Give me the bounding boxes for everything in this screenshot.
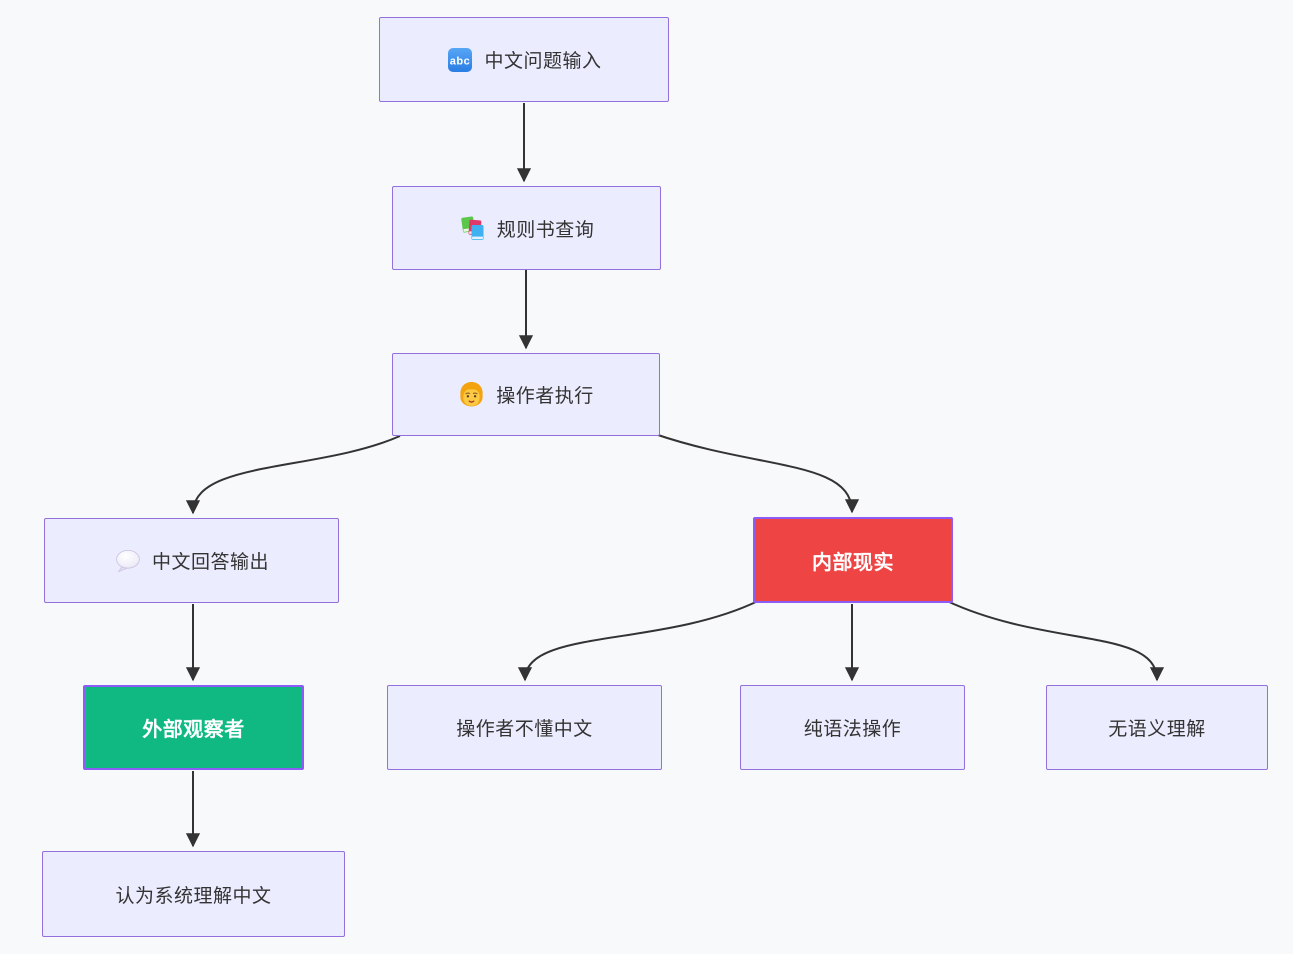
node-chinese-output: 中文回答输出 <box>44 518 339 603</box>
node-label: 无语义理解 <box>1108 719 1206 740</box>
node-operator-execute: 操作者执行 <box>392 353 660 436</box>
node-rulebook-lookup: 规则书查询 <box>392 186 661 270</box>
node-no-semantics: 无语义理解 <box>1046 685 1268 770</box>
node-label: 操作者执行 <box>496 386 594 407</box>
node-label: 内部现实 <box>812 551 894 574</box>
abc-input-icon: abc <box>446 46 473 73</box>
edge-operator-execute-internal-reality <box>654 433 860 514</box>
node-external-observer: 外部观察者 <box>83 685 304 770</box>
edge-internal-reality-no-semantics <box>946 600 1165 682</box>
node-operator-no-chinese: 操作者不懂中文 <box>387 685 662 770</box>
speech-balloon-icon <box>114 547 141 574</box>
node-believes: 认为系统理解中文 <box>42 851 345 937</box>
books-icon <box>459 215 486 242</box>
node-label: 操作者不懂中文 <box>456 719 593 740</box>
node-label: 外部观察者 <box>142 719 245 741</box>
node-pure-syntax: 纯语法操作 <box>740 685 965 770</box>
node-label: 中文问题输入 <box>484 51 602 72</box>
node-label: 认为系统理解中文 <box>115 885 272 907</box>
edge-internal-reality-operator-no-chinese <box>517 600 759 682</box>
edge-operator-execute-chinese-output <box>185 435 401 515</box>
node-chinese-input: abc 中文问题输入 <box>379 17 669 102</box>
node-internal-reality: 内部现实 <box>753 517 953 603</box>
node-label: 中文回答输出 <box>151 552 269 573</box>
svg-text:abc: abc <box>450 55 470 67</box>
person-icon <box>458 381 485 408</box>
node-label: 纯语法操作 <box>803 719 902 740</box>
node-label: 规则书查询 <box>496 219 595 241</box>
